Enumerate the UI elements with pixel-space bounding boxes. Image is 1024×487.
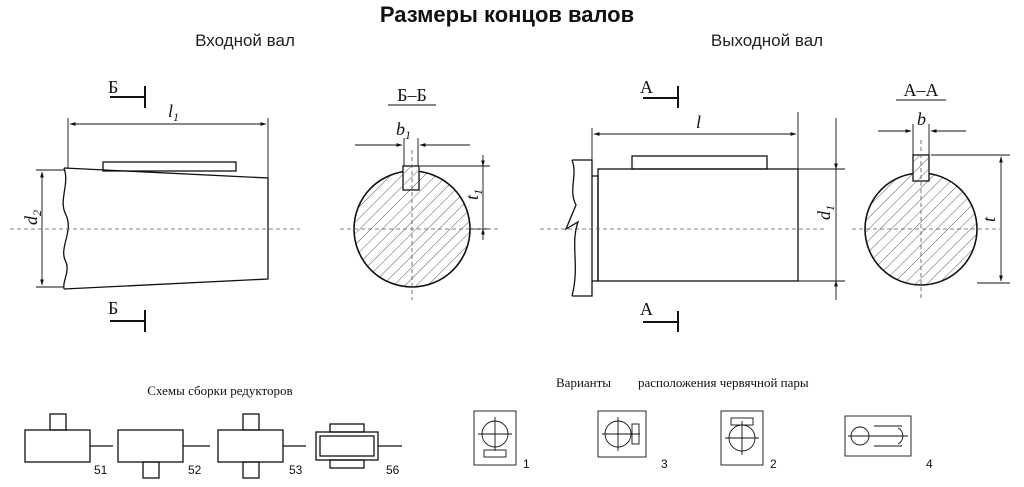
input-key-width-label: b1: [396, 119, 411, 142]
output-shaft-heading: Выходной вал: [711, 31, 823, 50]
scheme-51-body: [24, 429, 91, 463]
variant-1-worm: [483, 449, 507, 458]
input-section-title: Б–Б: [397, 85, 427, 105]
assembly-scheme-52: 52: [117, 429, 210, 479]
scheme-56-label: 56: [386, 463, 400, 477]
scheme-53-output-shaft-bottom: [242, 461, 260, 479]
variant-2-label: 2: [770, 457, 777, 471]
input-shaft-view: Б Б l1 d2: [10, 77, 300, 332]
worm-heading-b: расположения червячной пары: [638, 375, 809, 390]
assembly-heading: Схемы сборки редукторов: [147, 383, 292, 398]
input-diameter-extension-lines: [36, 169, 64, 288]
output-key-width-label: b: [917, 109, 926, 129]
scheme-52-label: 52: [188, 463, 202, 477]
scheme-52-body: [117, 429, 184, 463]
input-section-arrow-top: [110, 86, 146, 108]
input-key-width-extension: [403, 138, 419, 170]
input-section-mark-bottom: Б: [108, 298, 118, 318]
output-key-depth-extension: [931, 154, 1010, 284]
input-shaft-body: [63, 167, 269, 290]
scheme-56-inner: [319, 435, 375, 457]
variant-2-crosshair: [725, 421, 759, 455]
output-section-mark-top: А: [640, 77, 653, 97]
worm-variant-3: 3: [597, 410, 668, 471]
variant-4-worm-end: [897, 427, 904, 445]
variant-4-housing: [844, 415, 912, 457]
variant-2-housing: [720, 410, 764, 466]
assembly-scheme-53: 53: [217, 413, 306, 479]
output-section-arrow-top: [643, 86, 679, 108]
variant-3-worm: [631, 423, 640, 445]
scheme-53-output-shaft-top: [242, 413, 260, 431]
output-diameter-extension-lines: [798, 168, 845, 282]
variant-1-housing: [473, 410, 517, 466]
output-shaft-body: [597, 168, 799, 282]
input-length-extension-lines: [67, 118, 269, 178]
assembly-scheme-56: 56: [315, 423, 402, 477]
output-section-mark-bottom: А: [640, 299, 653, 319]
input-shaft-break-line: [62, 167, 69, 290]
assembly-scheme-51: 51: [24, 413, 113, 477]
variant-1-label: 1: [523, 457, 530, 471]
input-length-label: l1: [168, 101, 179, 124]
output-section-view: А–А b t: [852, 80, 1010, 300]
input-key: [102, 161, 237, 172]
output-flange-break: [564, 159, 580, 297]
output-key-width-extension: [912, 124, 930, 156]
worm-variant-4: 4: [844, 415, 933, 471]
input-section-mark-top: Б: [108, 77, 118, 97]
worm-heading-a: Варианты: [556, 375, 611, 390]
input-section-arrow-bottom: [110, 310, 146, 332]
variant-3-housing: [597, 410, 647, 458]
scheme-53-label: 53: [289, 463, 303, 477]
output-diameter-label: d1: [814, 205, 837, 220]
input-section-view: Б–Б b1 t1: [340, 85, 500, 300]
scheme-51-label: 51: [94, 463, 108, 477]
worm-variants: Варианты расположения червячной пары 1 3…: [473, 375, 933, 471]
output-shoulder: [592, 175, 599, 282]
scheme-56-shaft-top: [329, 423, 365, 433]
input-key-section: [404, 167, 418, 189]
worm-variant-1: 1: [473, 410, 530, 471]
worm-variant-2: 2: [720, 410, 777, 471]
scheme-52-output-shaft: [142, 461, 160, 479]
input-shaft-heading: Входной вал: [195, 31, 295, 50]
output-section-title: А–А: [904, 80, 939, 100]
variant-3-crosshair: [602, 417, 640, 451]
variant-4-worm: [874, 425, 902, 447]
variant-1-crosshair: [478, 417, 512, 451]
scheme-56-shaft-bottom: [329, 459, 365, 469]
assembly-schemes: Схемы сборки редукторов 51 52 53: [24, 383, 402, 479]
output-section-arrow-bottom: [643, 311, 679, 332]
output-shaft-view: А А l d1: [540, 77, 845, 332]
output-flange: [572, 159, 593, 297]
input-key-depth-label: t1: [462, 189, 485, 200]
input-diameter-label: d2: [21, 210, 44, 225]
variant-3-label: 3: [661, 457, 668, 471]
output-key-depth-label: t: [979, 216, 999, 222]
scheme-51-output-shaft: [49, 413, 67, 431]
output-length-label: l: [696, 112, 701, 132]
page-title: Размеры концов валов: [380, 2, 634, 27]
output-key: [631, 155, 768, 170]
variant-4-label: 4: [926, 457, 933, 471]
scheme-53-body: [217, 429, 284, 463]
